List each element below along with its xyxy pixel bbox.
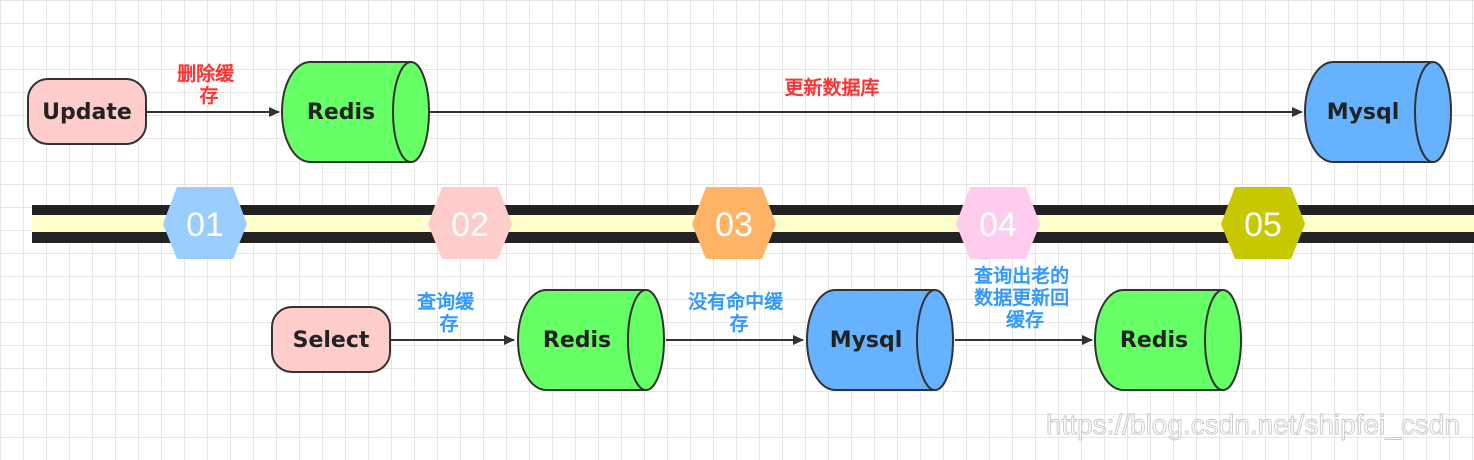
edge-label-line: 存 [199, 84, 218, 107]
edge-label-refresh-cache: 查询出老的 数据更新回 缓存 [973, 264, 1076, 331]
timeline-step-04: 04 [956, 187, 1040, 259]
mysql-cylinder-top: Mysql [1303, 61, 1452, 163]
edge-label-query-cache: 查询缓 存 [416, 290, 481, 335]
edge-label-line: 数据更新回 [974, 286, 1069, 309]
edge-label-cache-miss: 没有命中缓 存 [688, 290, 790, 335]
redis-cylinder-bottom-1: Redis [516, 289, 665, 391]
timeline-step-01: 01 [163, 187, 247, 259]
step-hexagon [163, 187, 247, 259]
select-node-label: Select [293, 328, 370, 353]
update-node-label: Update [42, 100, 132, 125]
step-label: 01 [186, 206, 224, 244]
redis-cylinder-top: Redis [280, 61, 430, 163]
redis-label: Redis [543, 328, 611, 353]
edge-label-line: 查询缓 [416, 290, 475, 313]
edge-label-line: 存 [729, 312, 748, 335]
step-label: 04 [979, 206, 1017, 244]
mysql-label: Mysql [1327, 100, 1400, 125]
step-hexagon [428, 187, 512, 259]
timeline-step-05: 05 [1221, 187, 1305, 259]
step-hexagon [692, 187, 776, 259]
edge-label-line: 删除缓 [177, 62, 235, 85]
step-label: 02 [451, 206, 489, 244]
mysql-cylinder-bottom: Mysql [805, 289, 954, 391]
step-hexagon [1221, 187, 1305, 259]
timeline-step-02: 02 [428, 187, 512, 259]
select-node: Select [271, 306, 391, 373]
edge-label-delete-cache: 删除缓 存 [177, 62, 241, 107]
mysql-label: Mysql [830, 328, 903, 353]
step-hexagon [956, 187, 1040, 259]
update-node: Update [27, 78, 147, 145]
edge-label-update-db: 更新数据库 [784, 76, 879, 99]
step-label: 05 [1244, 206, 1282, 244]
watermark-text: https://blog.csdn.net/shipfei_csdn [1046, 409, 1460, 440]
redis-label: Redis [307, 100, 375, 125]
timeline-step-03: 03 [692, 187, 776, 259]
edge-label-line: 查询出老的 [973, 264, 1069, 287]
redis-label: Redis [1120, 328, 1188, 353]
redis-cylinder-bottom-2: Redis [1093, 289, 1242, 391]
step-label: 03 [715, 206, 753, 244]
edge-label-line: 缓存 [1006, 308, 1044, 331]
edge-label-line: 存 [439, 312, 458, 335]
edge-label-line: 没有命中缓 [688, 290, 784, 313]
